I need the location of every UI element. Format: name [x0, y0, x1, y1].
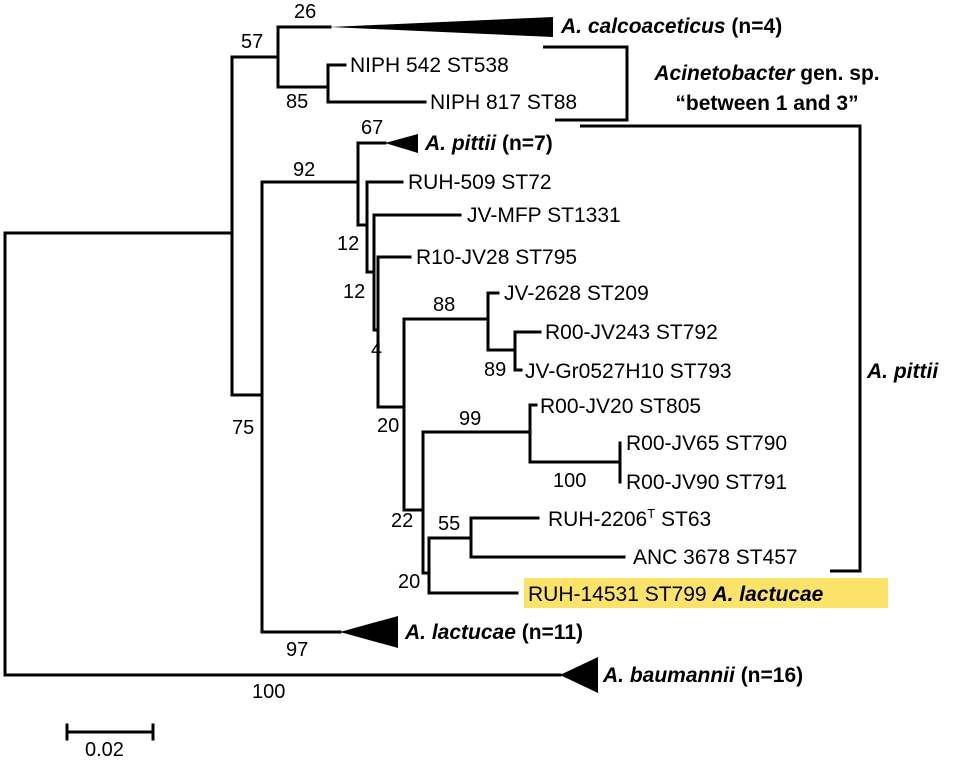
clade-triangle-lactucae — [340, 616, 398, 648]
clade-triangle-calcoaceticus — [330, 17, 553, 37]
taxon-lactucae-clade: A. lactucae (n=11) — [404, 621, 583, 644]
taxon-jv2628: JV-2628 ST209 — [504, 282, 649, 305]
bootstrap-value: 55 — [438, 513, 460, 535]
taxon-r00jv90: R00-JV90 ST791 — [626, 471, 787, 494]
taxon-ruh14531: RUH-14531 ST799 A. lactucae — [528, 583, 824, 606]
group-label-gensp-line2: “between 1 and 3” — [675, 92, 858, 115]
taxon-niph542: NIPH 542 ST538 — [350, 54, 509, 77]
branch-node-89 — [513, 330, 542, 372]
clade-triangle-pittii — [385, 134, 418, 153]
bootstrap-value: 57 — [241, 31, 263, 53]
bootstrap-value: 100 — [252, 681, 285, 703]
tree-branches — [3, 25, 626, 677]
highlight-box — [524, 578, 888, 608]
branch-node-22 — [421, 430, 532, 575]
taxon-jvmfp: JV-MFP ST1331 — [467, 204, 621, 227]
taxon-r10jv28: R10-JV28 ST795 — [416, 246, 577, 269]
taxon-ruh509: RUH-509 ST72 — [408, 171, 552, 194]
taxon-r00jv243: R00-JV243 ST792 — [545, 321, 718, 344]
bootstrap-value: 4 — [371, 339, 382, 361]
bootstrap-value: 92 — [293, 159, 315, 181]
group-label-gensp: Acinetobacter gen. sp. — [653, 62, 879, 85]
branch-node-88 — [486, 291, 517, 352]
taxon-baumannii: A. baumannii (n=16) — [602, 664, 803, 687]
branch-node-4 — [376, 255, 412, 409]
taxon-r00jv20: R00-JV20 ST805 — [540, 395, 701, 418]
bootstrap-values: 26 57 85 67 92 12 12 4 88 89 20 99 100 2… — [232, 1, 586, 703]
taxon-niph817: NIPH 817 ST88 — [430, 91, 577, 114]
taxon-pittii-clade: A. pittii (n=7) — [424, 132, 553, 155]
taxon-r00jv65: R00-JV65 ST790 — [626, 432, 787, 455]
bootstrap-value: 20 — [398, 571, 420, 593]
bootstrap-value: 85 — [286, 91, 308, 113]
taxon-jvgr: JV-Gr0527H10 ST793 — [525, 360, 732, 383]
scale-bar-label: 0.02 — [85, 739, 124, 761]
bootstrap-value: 99 — [459, 408, 481, 430]
group-label-pittii: A. pittii — [866, 360, 939, 383]
bootstrap-value: 12 — [343, 281, 365, 303]
taxon-labels: A. calcoaceticus (n=4) NIPH 542 ST538 NI… — [350, 15, 824, 687]
bootstrap-value: 100 — [553, 470, 586, 492]
branch-node-57 — [276, 25, 332, 89]
scale-bar: 0.02 — [65, 723, 155, 761]
branch-node-20b — [427, 536, 519, 595]
branch-root — [3, 231, 562, 677]
branch-node-75 — [230, 55, 280, 397]
taxon-ruh2206: RUH-2206T ST63 — [548, 506, 711, 531]
bootstrap-value: 67 — [361, 117, 383, 139]
branch-node-85 — [326, 63, 427, 104]
bracket-gensp — [543, 45, 629, 122]
bootstrap-value: 20 — [377, 415, 399, 437]
branch-node-92 — [356, 141, 387, 227]
branch-node-99 — [528, 403, 622, 464]
taxon-calcoaceticus: A. calcoaceticus (n=4) — [560, 15, 782, 38]
bootstrap-value: 75 — [232, 417, 254, 439]
bootstrap-value: 26 — [294, 1, 316, 23]
bootstrap-value: 89 — [484, 359, 506, 381]
bootstrap-value: 88 — [433, 294, 455, 316]
bootstrap-value: 97 — [286, 639, 308, 661]
branch-node-20a — [402, 317, 490, 512]
branch-node-55 — [469, 516, 626, 559]
taxon-anc3678: ANC 3678 ST457 — [633, 546, 798, 569]
bracket-pittii — [580, 124, 862, 573]
clade-triangle-baumannii — [560, 657, 598, 693]
branch-node-97 — [260, 180, 360, 634]
bootstrap-value: 12 — [337, 233, 359, 255]
bootstrap-value: 22 — [391, 510, 413, 532]
